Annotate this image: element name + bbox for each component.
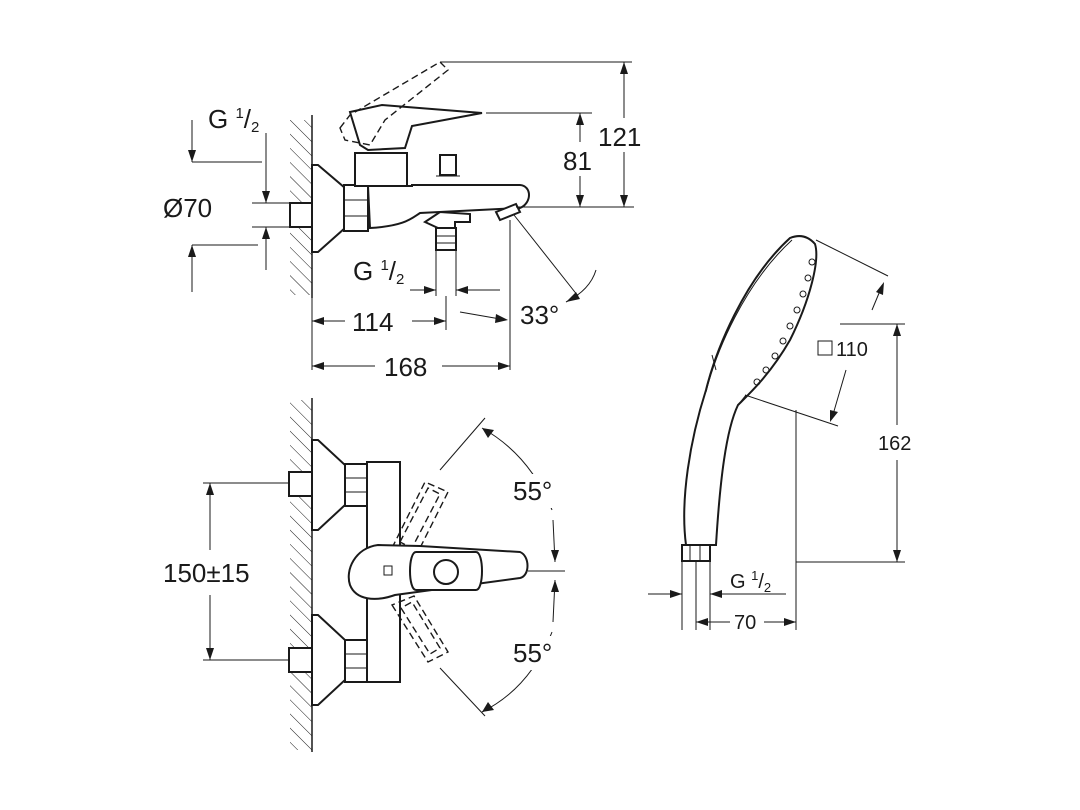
hand-shower: 110 162 G 1/2 70 [648, 235, 911, 634]
width-114-label: 114 [352, 307, 393, 337]
hex-nut-side [343, 184, 369, 232]
hex-nut-front-bottom [344, 639, 368, 683]
height-162-label: 162 [878, 433, 911, 455]
inlet-stub [289, 202, 313, 228]
escutcheon-front-bottom [311, 614, 346, 706]
diameter-label: Ø70 [163, 193, 212, 223]
hand-shower-outline [683, 235, 818, 546]
spacing-label: 150±15 [163, 558, 250, 588]
angle-55-up-label: 55° [513, 476, 552, 506]
diverter-knob [439, 154, 457, 176]
lever-raised-dashed [339, 61, 450, 146]
hex-nut-front-top [344, 463, 368, 507]
front-view: 150±15 55° 55° [163, 398, 572, 752]
escutcheon-side [311, 164, 346, 253]
spray-nozzles [753, 258, 816, 386]
g-thread-top-label: G 1/2 [208, 104, 259, 136]
spout-outlet [494, 202, 522, 222]
height-121-label: 121 [598, 122, 641, 152]
lever-knob [433, 559, 459, 585]
mixer-body-side [366, 184, 530, 230]
shower-outlet [422, 210, 471, 229]
face-size-label: 110 [836, 339, 868, 361]
height-81-label: 81 [563, 146, 592, 176]
escutcheon-front-top [311, 439, 346, 531]
shower-outlet-thread [435, 227, 457, 251]
angle-33-label: 33° [520, 300, 559, 330]
wall-hatch-bottom [290, 400, 312, 750]
lever-down-dashed [390, 595, 449, 663]
g-thread-hand-label: G 1/2 [730, 568, 771, 595]
cartridge-housing [354, 152, 408, 187]
angle-55-down-label: 55° [513, 638, 552, 668]
hose-connector [681, 544, 711, 562]
g-thread-bottom-label: G 1/2 [353, 256, 404, 288]
width-70-label: 70 [734, 612, 756, 634]
square-face-icon [817, 340, 833, 356]
width-168-label: 168 [384, 352, 427, 382]
side-view: G 1/2 Ø70 G 1/2 81 121 [163, 61, 646, 382]
lever-side [348, 103, 483, 152]
